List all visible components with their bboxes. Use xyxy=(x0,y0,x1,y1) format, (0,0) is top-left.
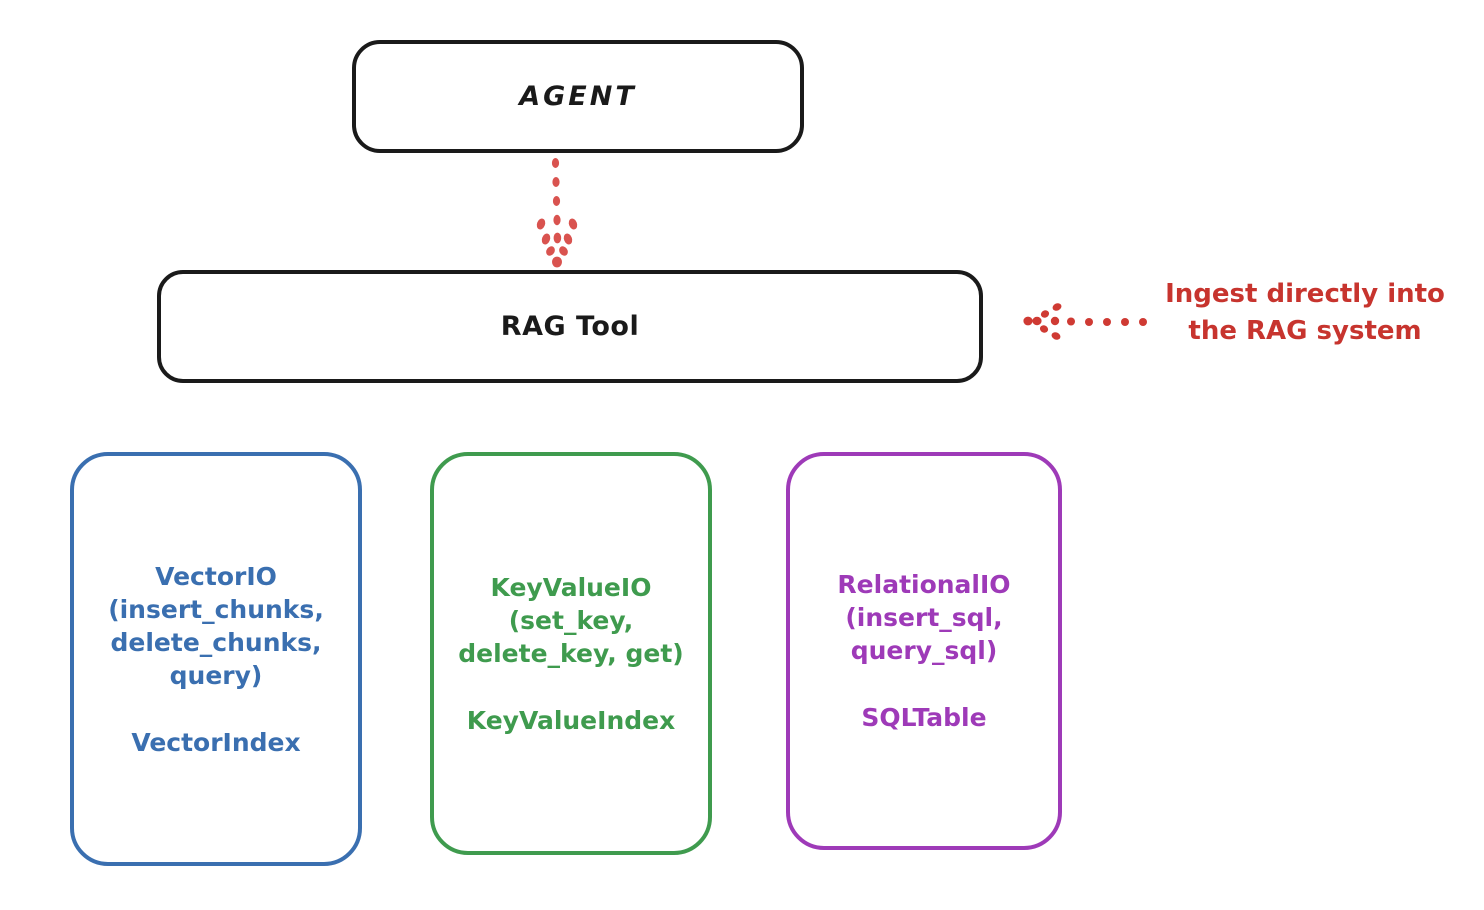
node-relational-io-api-label: RelationalIO (insert_sql, query_sql) xyxy=(837,570,1011,665)
node-vector-io[interactable]: VectorIO (insert_chunks, delete_chunks, … xyxy=(70,452,362,866)
node-relational-io[interactable]: RelationalIO (insert_sql, query_sql) SQL… xyxy=(786,452,1062,850)
node-vector-io-api-label: VectorIO (insert_chunks, delete_chunks, … xyxy=(108,561,324,690)
node-agent-label: AGENT xyxy=(519,81,637,112)
connector-agent-to-rag-tool xyxy=(536,158,578,268)
node-rag-tool-label: RAG Tool xyxy=(500,311,640,342)
node-key-value-io-index-label: KeyValueIndex xyxy=(466,705,676,735)
node-vector-io-content: VectorIO (insert_chunks, delete_chunks, … xyxy=(84,560,348,759)
node-relational-io-index-label: SQLTable xyxy=(861,703,987,732)
annotation-ingest-note: Ingest directly into the RAG system xyxy=(1165,279,1445,346)
node-key-value-io-api-label: KeyValueIO (set_key, delete_key, get) xyxy=(458,572,684,668)
node-relational-io-content: RelationalIO (insert_sql, query_sql) SQL… xyxy=(800,568,1048,734)
node-rag-tool[interactable]: RAG Tool xyxy=(157,270,983,383)
node-vector-io-index-label: VectorIndex xyxy=(131,727,301,757)
node-key-value-io[interactable]: KeyValueIO (set_key, delete_key, get) Ke… xyxy=(430,452,712,855)
node-key-value-io-content: KeyValueIO (set_key, delete_key, get) Ke… xyxy=(444,571,698,737)
node-agent[interactable]: AGENT xyxy=(352,40,804,153)
connector-ingest-to-rag-tool xyxy=(1023,303,1147,340)
